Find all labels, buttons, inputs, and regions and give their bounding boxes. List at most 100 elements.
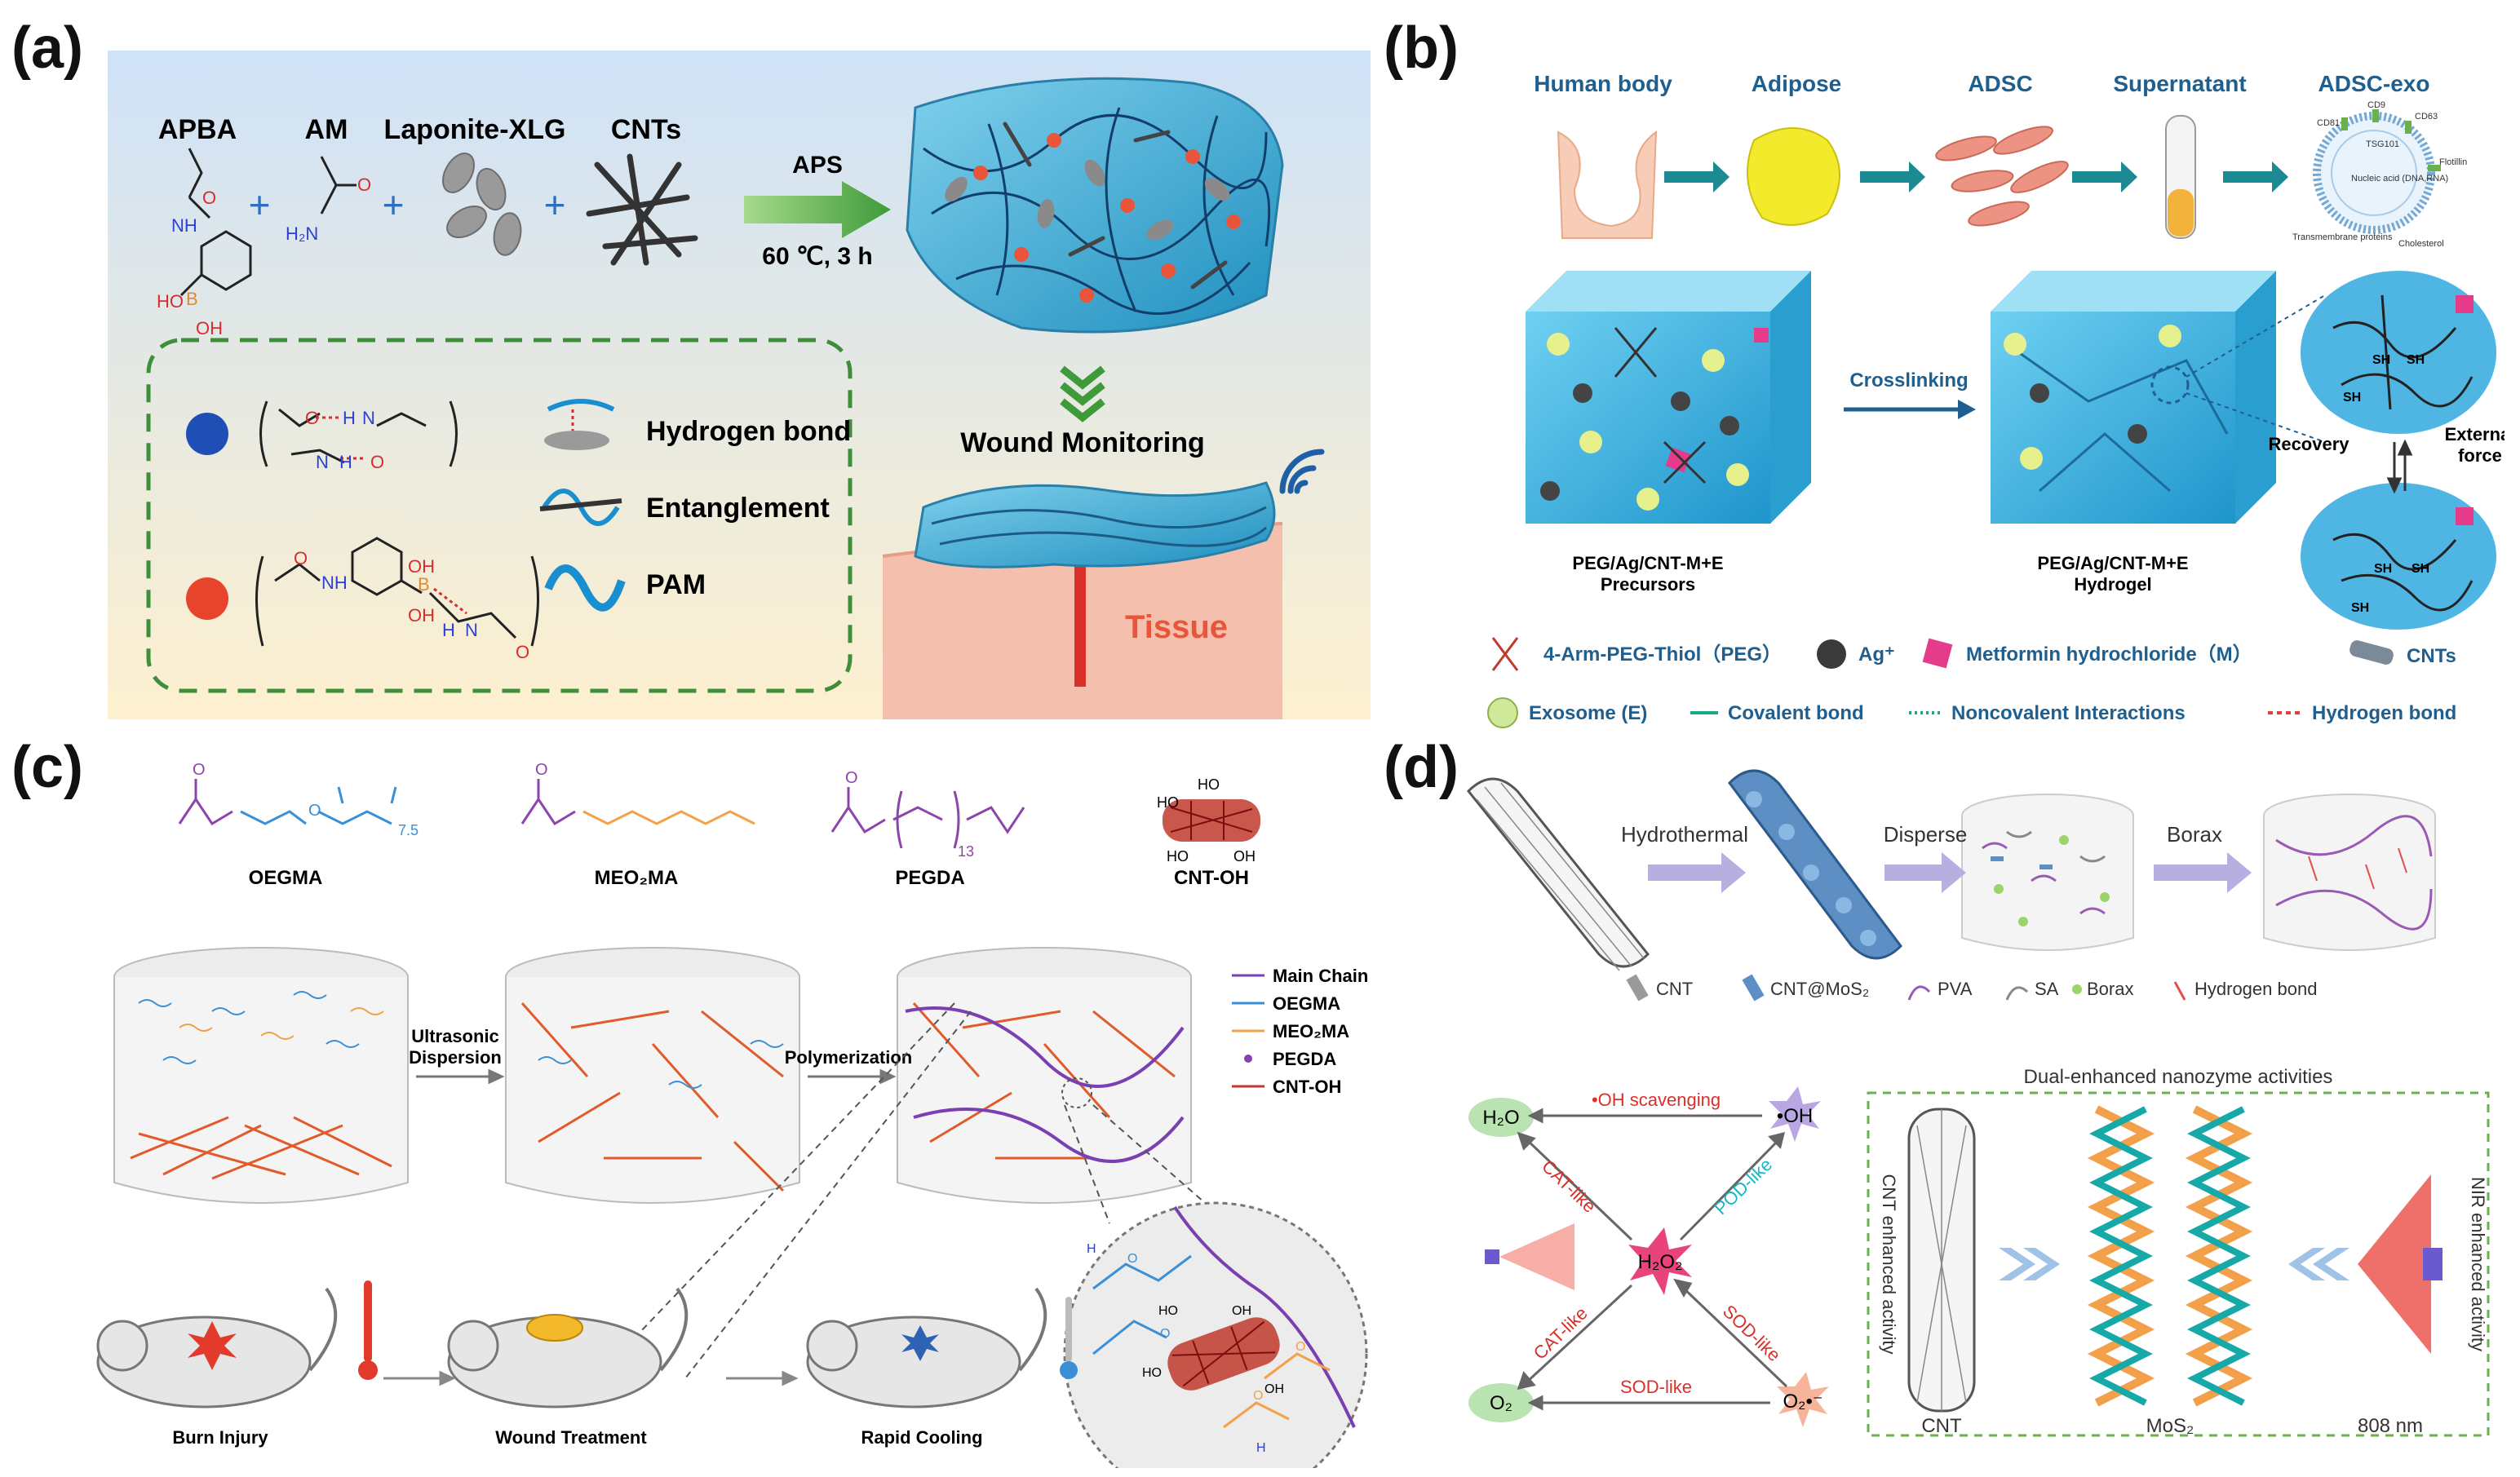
cnt-oh-ho-3: HO [1167,848,1189,865]
legend-oegma: OEGMA [1273,993,1340,1014]
red-sphere-icon [186,577,228,620]
tissue-with-hydrogel [882,481,1283,719]
panel-label-d: (d) [1384,735,1459,800]
apba-b: B [186,289,198,309]
legend-pva-icon [1907,985,1931,1001]
legend-cnt-oh: CNT-OH [1273,1077,1341,1097]
legend-cnt-mos2-icon [1742,974,1765,1002]
svg-text:H: H [1087,1242,1096,1256]
legend-pegda: PEGDA [1273,1049,1336,1069]
legend-covalent: Covalent bond [1728,702,1864,724]
synthesis-arrows [1648,852,2252,893]
sh-label-5: SH [2351,601,2369,615]
nanozyme-box [1867,1091,2490,1437]
mouse-label-treatment: Wound Treatment [495,1427,647,1448]
legend-hbond: Hydrogen bond [2194,979,2317,999]
sh-label-1: SH [2372,353,2390,367]
boronate-nh: NH [321,573,348,593]
exosome-diagram-icon [2313,109,2441,234]
hbond-o-1: O [305,408,319,428]
cnt-oh-ho-1: HO [1198,776,1220,793]
legend-main-chain: Main Chain [1273,966,1368,986]
crosslinking-arrowhead [1958,400,1976,419]
zoom-atoms: O O O O H H HO HO OH OH [1087,1242,1305,1455]
panel-c: O O 7.5 OEGMA O MEO₂MA O 13 PEGDA HO HO … [96,761,1368,1468]
am-structure [320,156,357,214]
reaction-cat-like-1: CAT-like [1538,1156,1600,1217]
mouse-label-cooling: Rapid Cooling [861,1427,982,1448]
adipose-icon [1747,127,1840,226]
legend-sa: SA [2035,979,2059,999]
reagent-apba: APBA [158,114,237,145]
species-o2: O₂ [1490,1392,1512,1414]
sh-label-2: SH [2407,353,2425,367]
legend-hbond: Hydrogen bond [2312,702,2456,724]
legend-cnts: CNTs [2407,645,2456,667]
legend-cnt: CNT [1656,979,1693,999]
legend-cnt-mos2: CNT@MoS₂ [1770,979,1869,999]
supernatant-tube-icon [2165,115,2196,239]
exosome-labels: CD81 CD9 CD63 TSG101 Flotillin Nucleic a… [2292,100,2467,249]
sh-label-6: SH [2343,391,2361,405]
legend-borax: Borax [2087,979,2133,999]
apba-ho: HO [157,291,184,312]
cnt-oh-zoom [1167,1317,1280,1391]
step-disperse: Disperse [1884,822,1968,847]
chevrons-left-icon [1999,1248,2060,1280]
oegma-o-2: O [308,802,321,820]
panel-a: APBA AM Laponite-XLG CNTs O NH HO B OH O… [108,51,1371,719]
monomer-oegma: OEGMA [249,867,323,889]
step-ultrasonic-2: Dispersion [409,1047,502,1068]
cnt-tube [1466,777,1650,971]
legend-entanglement: Entanglement [646,493,830,524]
svg-text:HO: HO [1158,1304,1178,1318]
species-superoxide-star [1777,1372,1829,1427]
boronate-b: B [418,574,430,595]
meo2ma-structure [520,779,755,826]
am-o: O [357,175,371,195]
boronate-o-1: O [294,548,308,568]
step-hydrothermal: Hydrothermal [1621,822,1748,847]
hbond-h-2: H [339,452,352,472]
hbond-n-2: N [316,452,329,472]
species-h2o-bubble [1468,1098,1534,1137]
dispersion-beaker [1961,794,2134,951]
precursors-label-2: Precursors [1601,574,1695,595]
hbond-n-1: N [362,408,375,428]
cnt-oh-structure [1163,799,1260,842]
legend-metformin: Metformin hydrochloride（M） [1966,643,2252,666]
cnt-oh-ho-2: HO [1157,794,1179,811]
species-o2-bubble [1468,1383,1534,1422]
flow-adsc: ADSC [1968,71,2032,96]
step-polymerization: Polymerization [785,1047,912,1068]
chevrons-right-icon [2288,1248,2349,1280]
reagent-laponite: Laponite-XLG [384,114,566,145]
species-superoxide: O₂•⁻ [1783,1391,1822,1413]
cnt-sticks [586,153,698,266]
flow-adipose: Adipose [1752,71,1841,96]
plus-1: + [249,184,271,226]
flow-human-body: Human body [1534,71,1672,96]
mouse-burn-injury [96,1287,338,1408]
boronate-hbond-structure [255,537,539,647]
recovery-label: Recovery [2268,434,2349,454]
boronate-oh-1: OH [408,556,435,577]
flow-supernatant: Supernatant [2113,71,2246,96]
legend-exosome: Exosome (E) [1529,702,1647,724]
mouse-wound-treatment [447,1287,689,1408]
plus-2: + [383,184,405,226]
svg-text:CD63: CD63 [2415,112,2438,122]
cnt-legend-icon [2349,640,2394,665]
legend-pva: PVA [1938,979,1973,999]
step-borax: Borax [2167,822,2222,847]
pam-icon [544,564,626,612]
reagent-am: AM [305,114,348,145]
oegma-o-1: O [193,761,206,779]
am-h2n: H₂N [286,223,318,244]
legend-meo2ma: MEO₂MA [1273,1021,1349,1041]
cylinder-ultrasonic [505,947,800,1204]
species-h2o: H₂O [1482,1107,1519,1129]
apba-o: O [202,188,216,208]
svg-text:HO: HO [1142,1366,1162,1380]
metformin-legend-icon [1922,638,1953,669]
